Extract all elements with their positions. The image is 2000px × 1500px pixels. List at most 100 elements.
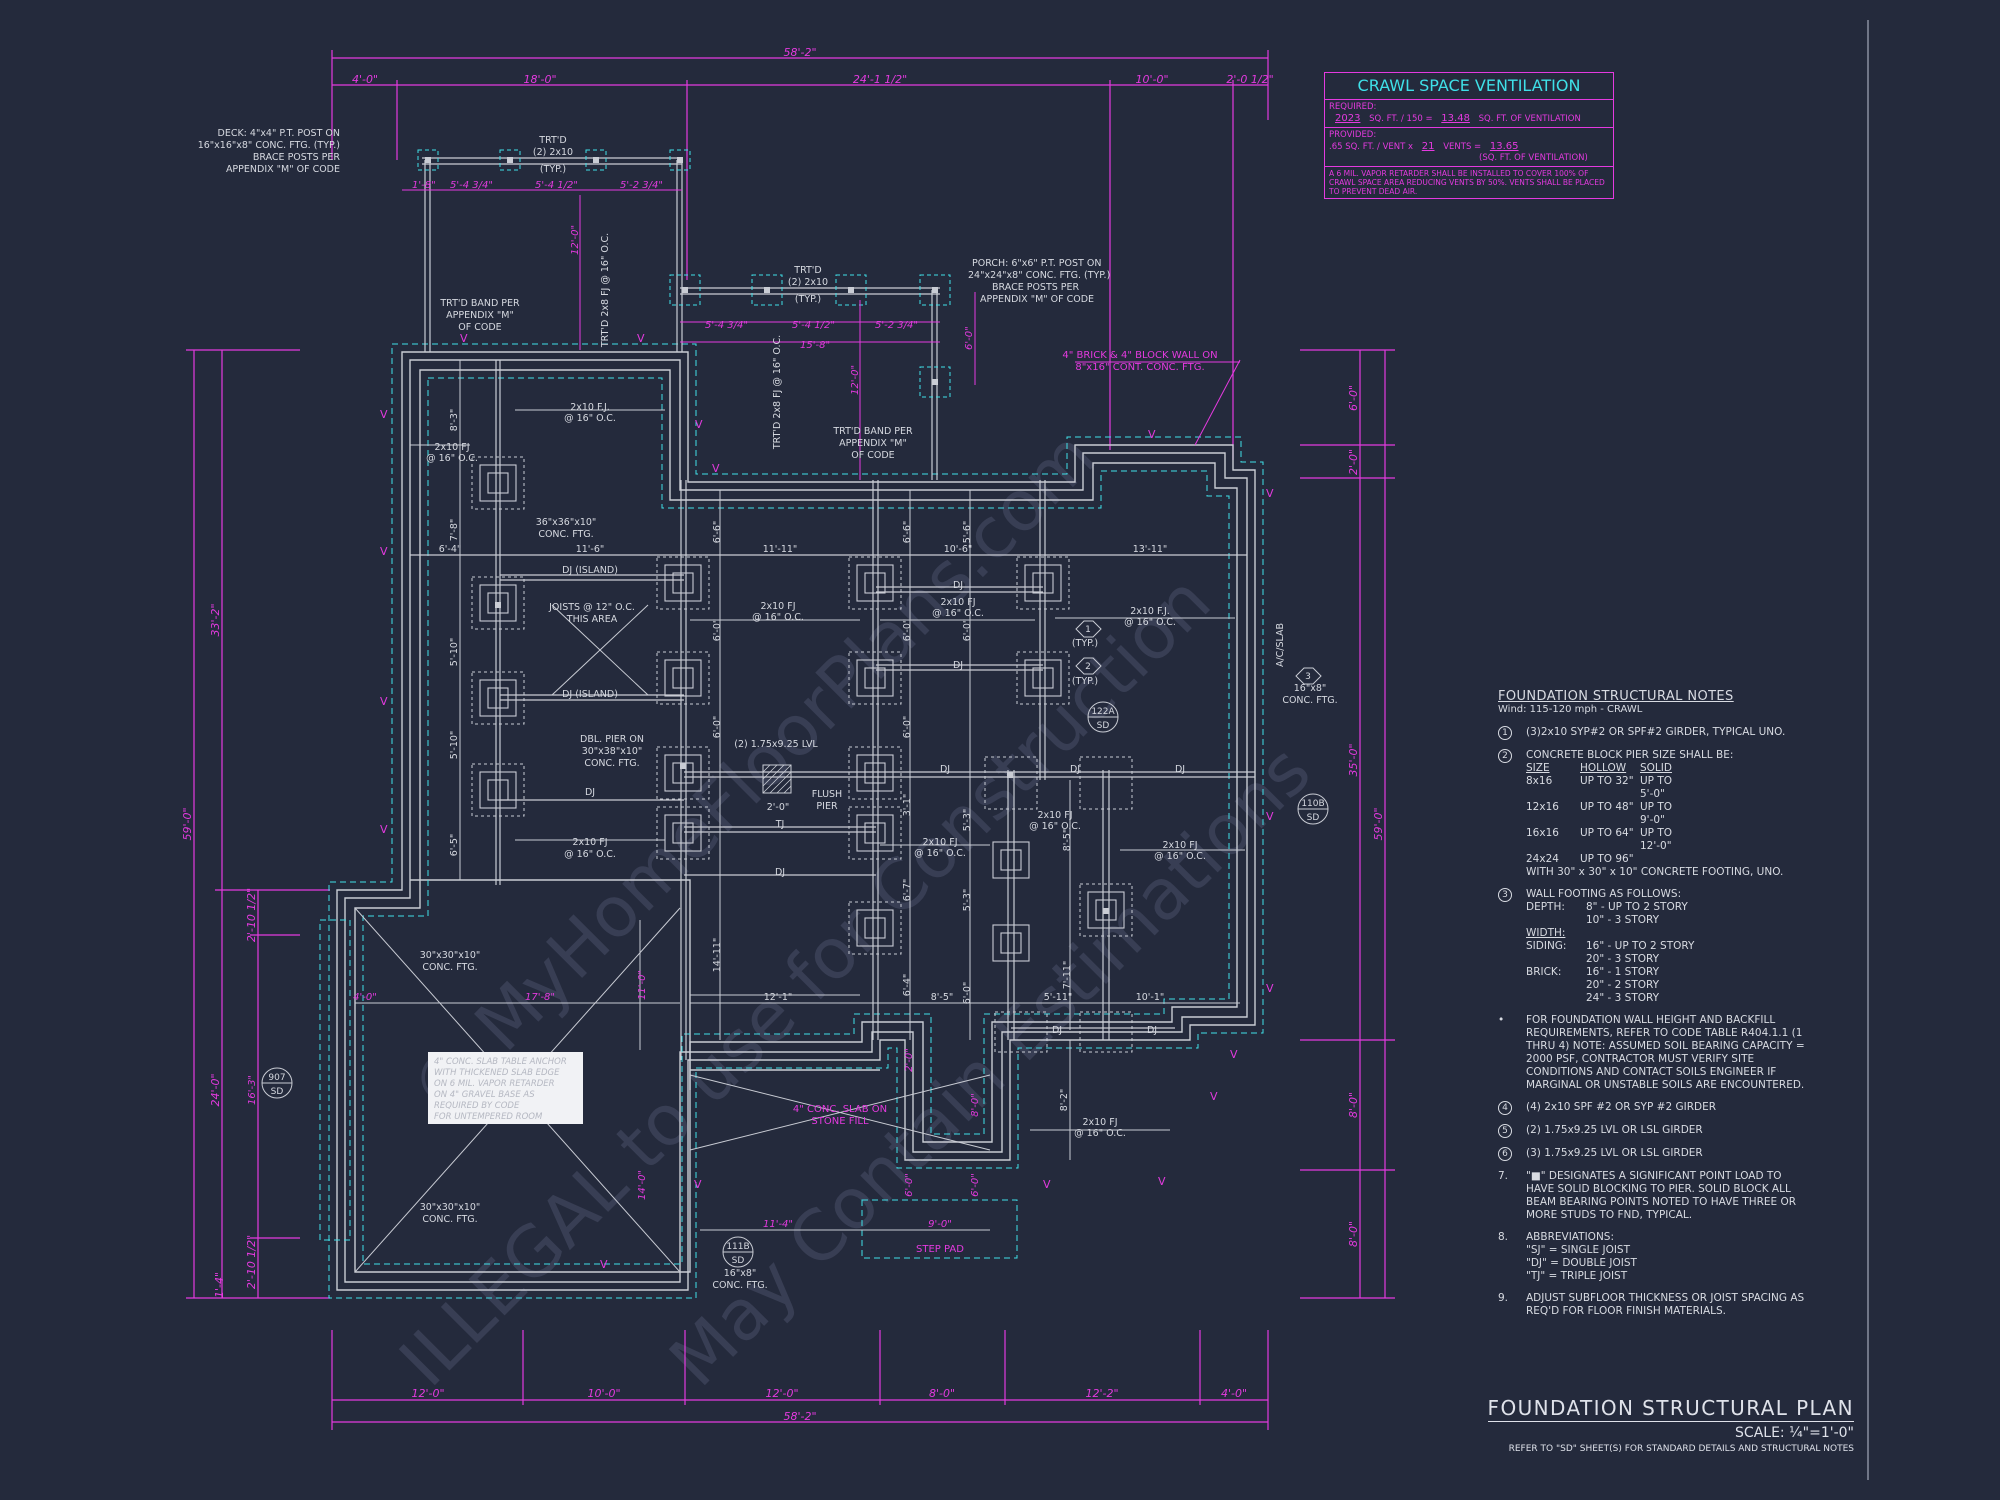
svg-text:@ 16" O.C.: @ 16" O.C. (914, 848, 966, 859)
dim-top-5: 2'-0 1/2" (1226, 73, 1273, 86)
note-6: 6 (3) 1.75x9.25 LVL OR LSL GIRDER (1498, 1147, 1808, 1161)
dim-bottom-4: 8'-0" (929, 1387, 955, 1400)
dim-bottom-3: 12'-0" (765, 1387, 798, 1400)
svg-text:@ 16" O.C.: @ 16" O.C. (426, 453, 478, 464)
svg-text:6'-6": 6'-6" (712, 521, 723, 544)
piers (479, 464, 1125, 962)
svg-text:7'-8": 7'-8" (449, 519, 460, 542)
svg-text:DJ: DJ (585, 787, 595, 798)
svg-text:WITH THICKENED SLAB EDGE: WITH THICKENED SLAB EDGE (434, 1068, 560, 1078)
svg-text:11'-0": 11'-0" (637, 970, 648, 1000)
note-4: 4 (4) 2x10 SPF #2 OR SYP #2 GIRDER (1498, 1101, 1808, 1115)
svg-text:TRT'D: TRT'D (538, 135, 566, 146)
svg-text:5'-4 3/4": 5'-4 3/4" (705, 320, 748, 331)
svg-text:(2) 2x10: (2) 2x10 (533, 147, 573, 158)
svg-text:30"x30"x10": 30"x30"x10" (420, 1202, 481, 1213)
svg-text:V: V (1266, 487, 1274, 500)
slab-note-box: 4" CONC. SLAB TABLE ANCHOR WITH THICKENE… (428, 1052, 583, 1124)
svg-text:4'-0": 4'-0" (353, 992, 377, 1003)
vent-provided-label: PROVIDED: (1329, 130, 1377, 140)
vent-provided-per-vent: .65 SQ. FT. / VENT x (1329, 142, 1414, 152)
dim-left-overall: 59'-0" (181, 807, 194, 840)
svg-text:V: V (1266, 810, 1274, 823)
note-2b-text: WITH 30" x 30" x 10" CONCRETE FOOTING, U… (1526, 866, 1784, 878)
svg-text:6'-0": 6'-0" (902, 619, 913, 642)
svg-text:@ 16" O.C.: @ 16" O.C. (564, 849, 616, 860)
svg-text:6'-0": 6'-0" (712, 619, 723, 642)
svg-text:17'-8": 17'-8" (525, 992, 555, 1003)
abbr-tj: "TJ" = TRIPLE JOIST (1526, 1270, 1628, 1282)
svg-text:14'-0": 14'-0" (637, 1170, 648, 1200)
svg-text:OF CODE: OF CODE (458, 322, 501, 333)
svg-text:(TYP.): (TYP.) (1072, 638, 1098, 649)
callout-1: 1 (1085, 625, 1091, 635)
notes-title: FOUNDATION STRUCTURAL NOTES (1498, 689, 1734, 704)
dim-top-3: 24'-1 1/2" (853, 73, 907, 86)
foundation-walls (336, 351, 1256, 1291)
note-5-marker: 5 (1498, 1124, 1512, 1138)
svg-text:8'-2": 8'-2" (1059, 1089, 1070, 1112)
svg-text:14'-11": 14'-11" (712, 938, 723, 973)
svg-text:10'-6": 10'-6" (944, 544, 973, 555)
note-7: 7. "■" DESIGNATES A SIGNIFICANT POINT LO… (1498, 1170, 1808, 1222)
svg-text:V: V (694, 1178, 702, 1191)
svg-text:V: V (1230, 1048, 1238, 1061)
dim-left-1: 33'-2" (209, 603, 222, 636)
svg-text:12'-0": 12'-0" (850, 365, 861, 395)
svg-text:DJ (ISLAND): DJ (ISLAND) (562, 689, 618, 700)
dim-bottom-2: 10'-0" (587, 1387, 620, 1400)
vent-provided-value: 13.65 (1489, 141, 1519, 152)
detail-111b-num: 111B (726, 1242, 749, 1252)
detail-122a-sheet: SD (1097, 721, 1110, 731)
dim-right-2: 2'-0" (1347, 449, 1360, 475)
svg-text:2x10 FJ: 2x10 FJ (940, 597, 975, 608)
svg-text:6'-5": 6'-5" (449, 834, 460, 857)
note-3-text: WALL FOOTING AS FOLLOWS: (1526, 888, 1682, 900)
svg-text:5'-10": 5'-10" (449, 638, 460, 667)
svg-text:6'-7": 6'-7" (902, 879, 913, 902)
svg-text:@ 16" O.C.: @ 16" O.C. (1029, 821, 1081, 832)
crawl-space-ventilation-table: CRAWL SPACE VENTILATION REQUIRED: 2023 S… (1324, 72, 1614, 199)
svg-text:TRT'D 2x8 FJ @ 16" O.C.: TRT'D 2x8 FJ @ 16" O.C. (772, 335, 783, 450)
svg-text:DJ: DJ (775, 867, 785, 878)
callout-3: 3 (1305, 672, 1311, 682)
svg-text:V: V (380, 823, 388, 836)
svg-text:APPENDIX "M": APPENDIX "M" (839, 438, 907, 449)
dim-bottom-6: 4'-0" (1221, 1387, 1247, 1400)
foundation-structural-notes: FOUNDATION STRUCTURAL NOTES Wind: 115-12… (1498, 690, 1808, 1327)
svg-text:DJ: DJ (953, 580, 963, 591)
svg-text:V: V (1148, 428, 1156, 441)
detail-122a-num: 122A (1091, 707, 1115, 717)
svg-text:V: V (712, 462, 720, 475)
plan-reference-note: REFER TO "SD" SHEET(S) FOR STANDARD DETA… (1508, 1444, 1854, 1454)
dimension-lines (186, 50, 1395, 1430)
vent-count: 21 (1421, 141, 1435, 152)
note-1-marker: 1 (1498, 726, 1512, 740)
svg-text:8'-5": 8'-5" (931, 992, 954, 1003)
callout-3-shape (1295, 667, 1322, 685)
svg-text:@ 16" O.C.: @ 16" O.C. (1154, 851, 1206, 862)
deck-note-3: BRACE POSTS PER (253, 152, 341, 163)
svg-text:V: V (380, 408, 388, 421)
joist-arrows (410, 409, 1245, 1131)
dim-bottom-5: 12'-2" (1085, 1387, 1118, 1400)
svg-text:2x10 FJ: 2x10 FJ (1082, 1117, 1117, 1128)
note-1-text: (3)2x10 SYP#2 OR SPF#2 GIRDER, TYPICAL U… (1526, 726, 1786, 738)
svg-text:REQUIRED BY CODE: REQUIRED BY CODE (434, 1101, 520, 1111)
svg-text:8"x16" CONT. CONC. FTG.: 8"x16" CONT. CONC. FTG. (1075, 362, 1204, 373)
svg-text:2x10 FJ: 2x10 FJ (434, 442, 469, 453)
plan-title: FOUNDATION STRUCTURAL PLAN (1487, 1396, 1854, 1422)
svg-text:@ 16" O.C.: @ 16" O.C. (1124, 617, 1176, 628)
porch-note-1: PORCH: 6"x6" P.T. POST ON (972, 258, 1101, 269)
svg-text:2x10 FJ: 2x10 FJ (1037, 810, 1072, 821)
callout-1-shape (1075, 620, 1102, 638)
detail-111b-sheet: SD (732, 1256, 745, 1266)
detail-907-sheet: SD (271, 1087, 284, 1097)
svg-text:11'-11": 11'-11" (763, 544, 798, 555)
svg-text:@ 16" O.C.: @ 16" O.C. (1074, 1128, 1126, 1139)
abbr-dj: "DJ" = DOUBLE JOIST (1526, 1257, 1637, 1269)
dim-bottom-overall: 58'-2" (783, 1410, 816, 1423)
svg-text:APPENDIX "M": APPENDIX "M" (446, 310, 514, 321)
